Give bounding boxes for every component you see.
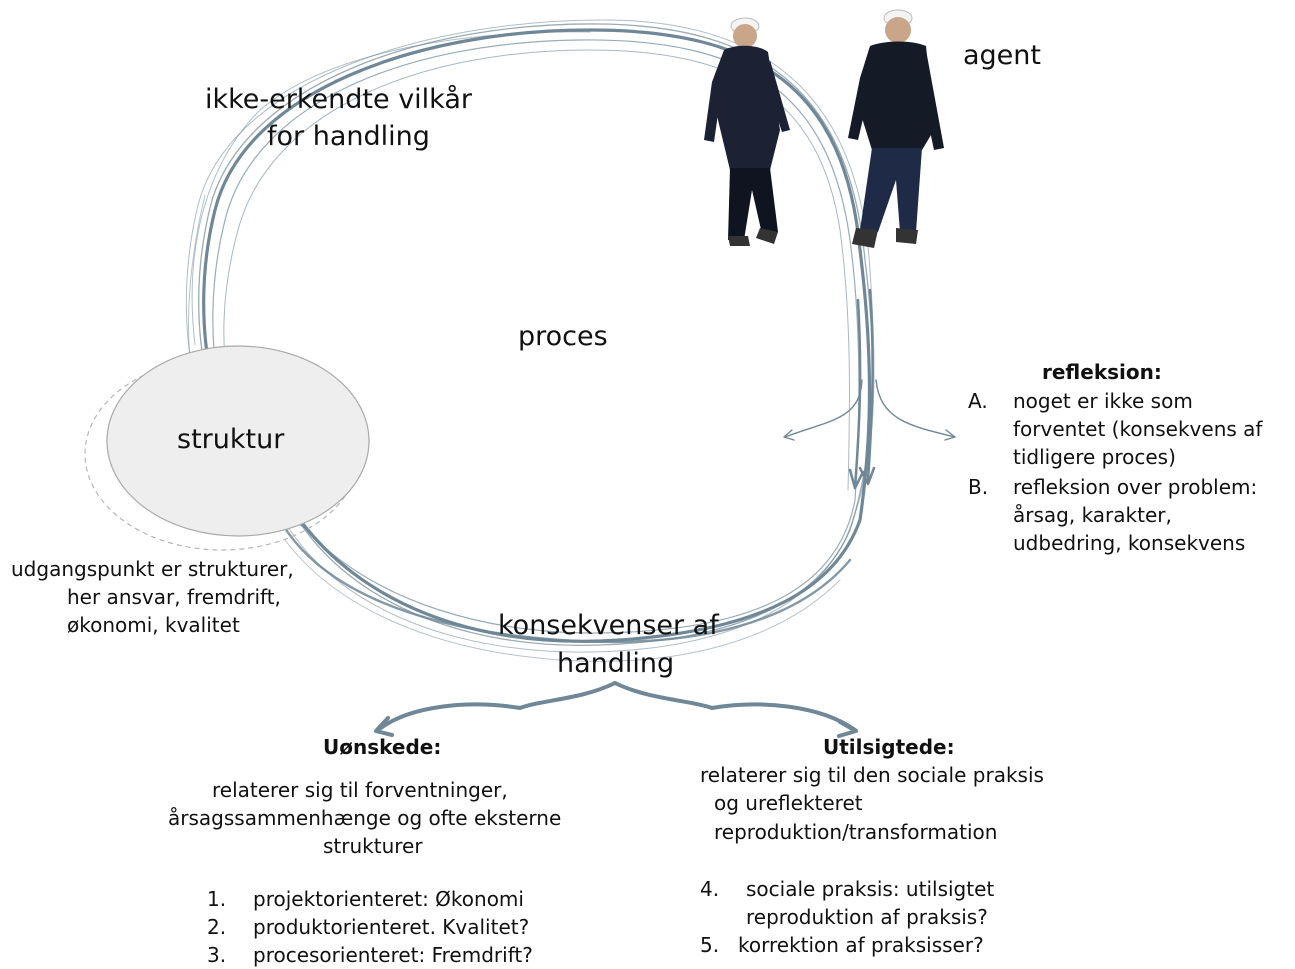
desired-item-1: projektorienteret: Økonomi <box>253 887 524 911</box>
reflection-a-line2: forventet (konsekvens af <box>1013 417 1263 441</box>
consequence-branch-arrows <box>374 681 858 738</box>
unintended-desc-line2: og ureflekteret <box>714 791 863 815</box>
unintended-item-4-marker: 4. <box>700 877 720 901</box>
start-note-line1: udgangspunkt er strukturer, <box>11 557 294 581</box>
unintended-item-4-line1: sociale praksis: utilsigtet <box>746 877 995 901</box>
desired-item-2-marker: 2. <box>207 915 227 939</box>
process-label: proces <box>518 321 608 352</box>
reflection-b-line2: årsag, karakter, <box>1013 503 1172 527</box>
unintended-desc-line1: relaterer sig til den sociale praksis <box>700 763 1044 787</box>
desired-desc-line3: strukturer <box>323 834 423 858</box>
unintended-item-5-marker: 5. <box>700 933 720 957</box>
agent-figure-left <box>704 17 790 246</box>
reflection-title: refleksion: <box>1042 360 1162 384</box>
start-note-line3: økonomi, kvalitet <box>67 613 240 637</box>
structure-label: struktur <box>177 424 285 455</box>
desired-desc-line2: årsagssammenhænge og ofte eksterne <box>168 806 562 830</box>
reflection-arrows <box>783 288 956 490</box>
agent-figure-right <box>848 9 944 248</box>
unintended-title: Utilsigtede: <box>823 735 955 759</box>
reflection-b-line1: refleksion over problem: <box>1013 475 1258 499</box>
unacknowledged-conditions-line2: for handling <box>267 121 430 152</box>
process-loop <box>185 19 875 662</box>
unacknowledged-conditions-line1: ikke-erkendte vilkår <box>205 84 472 115</box>
agent-label: agent <box>963 40 1041 71</box>
consequences-line2: handling <box>557 648 675 679</box>
unintended-item-4-line2: reproduktion af praksis? <box>746 905 988 929</box>
reflection-marker-b: B. <box>968 475 989 499</box>
reflection-b-line3: udbedring, konsekvens <box>1013 531 1246 555</box>
desired-desc-line1: relaterer sig til forventninger, <box>212 778 508 802</box>
start-note-line2: her ansvar, fremdrift, <box>67 585 281 609</box>
desired-item-3: procesorienteret: Fremdrift? <box>253 943 533 967</box>
desired-item-3-marker: 3. <box>207 943 227 967</box>
reflection-marker-a: A. <box>968 389 988 413</box>
structure-ellipse <box>106 345 370 537</box>
desired-item-1-marker: 1. <box>207 887 227 911</box>
desired-item-2: produktorienteret. Kvalitet? <box>253 915 530 939</box>
reflection-a-line1: noget er ikke som <box>1013 389 1193 413</box>
consequences-line1: konsekvenser af <box>498 610 719 641</box>
reflection-a-line3: tidligere proces) <box>1013 445 1176 469</box>
unintended-item-5: korrektion af praksisser? <box>738 933 984 957</box>
desired-title: Uønskede: <box>323 735 442 759</box>
unintended-desc-line3: reproduktion/transformation <box>714 820 998 844</box>
